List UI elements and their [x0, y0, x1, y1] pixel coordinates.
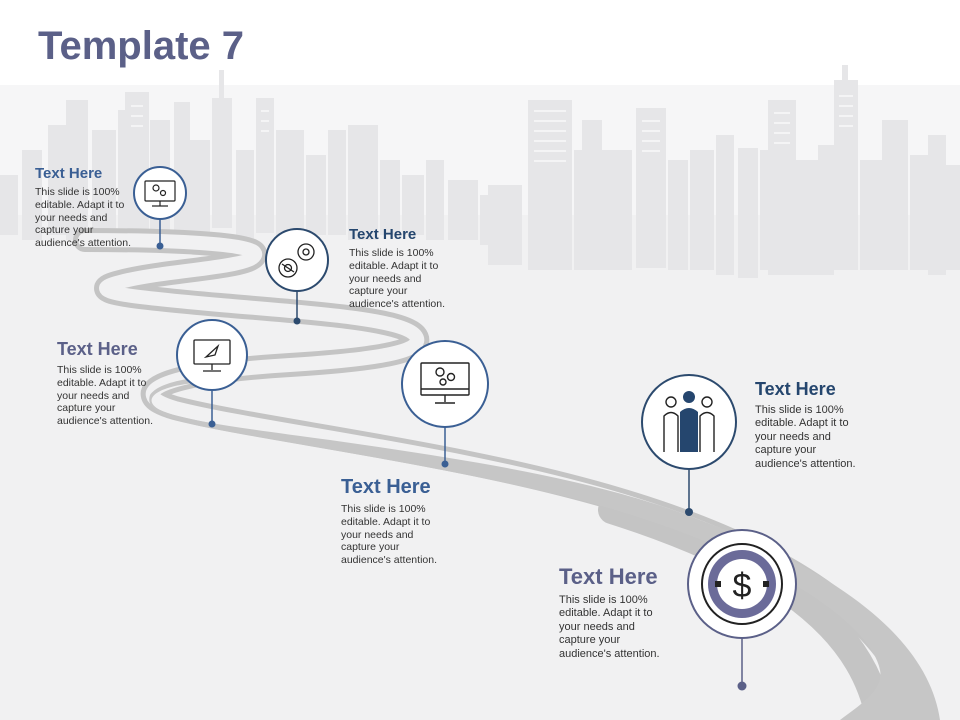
step-5-body: This slide is 100% editable. Adapt it to…	[755, 404, 856, 470]
step-2-text: Text Here This slide is 100% editable. A…	[349, 226, 445, 311]
step-1-heading: Text Here	[35, 165, 103, 182]
monitor-gears-icon	[420, 362, 470, 404]
gears-rocket-icon	[278, 243, 315, 278]
step-4-heading: Text Here	[341, 476, 431, 498]
monitor-gears-icon	[144, 180, 176, 207]
step-5-text: Text Here This slide is 100% editable. A…	[755, 379, 856, 471]
step-6-heading: Text Here	[559, 564, 658, 589]
step-1-text: Text Here This slide is 100% editable. A…	[35, 165, 131, 250]
monitor-rocket-icon	[193, 339, 231, 372]
step-3-heading: Text Here	[57, 339, 138, 359]
step-4-text: Text Here This slide is 100% editable. A…	[341, 476, 437, 567]
team-icon	[663, 391, 715, 452]
step-5-marker	[641, 374, 737, 516]
step-1-marker	[133, 166, 187, 250]
step-2-marker	[265, 228, 329, 325]
step-2-heading: Text Here	[349, 226, 417, 243]
step-4-marker	[401, 340, 489, 468]
dollar-glyph: $	[733, 567, 752, 605]
page-title: Template 7	[38, 24, 244, 68]
step-3-body: This slide is 100% editable. Adapt it to…	[57, 364, 153, 428]
step-1-body: This slide is 100% editable. Adapt it to…	[35, 186, 131, 250]
skyline-windows	[131, 95, 853, 162]
city-skyline	[0, 65, 960, 278]
step-4-body: This slide is 100% editable. Adapt it to…	[341, 503, 437, 567]
step-5-heading: Text Here	[755, 379, 836, 399]
step-6-body: This slide is 100% editable. Adapt it to…	[559, 594, 660, 660]
step-6-text: Text Here This slide is 100% editable. A…	[559, 564, 660, 661]
step-3-text: Text Here This slide is 100% editable. A…	[57, 339, 187, 428]
step-3-marker	[176, 319, 248, 428]
dollar-icon	[717, 559, 767, 609]
step-2-body: This slide is 100% editable. Adapt it to…	[349, 247, 445, 311]
step-6-marker: $	[687, 529, 797, 691]
